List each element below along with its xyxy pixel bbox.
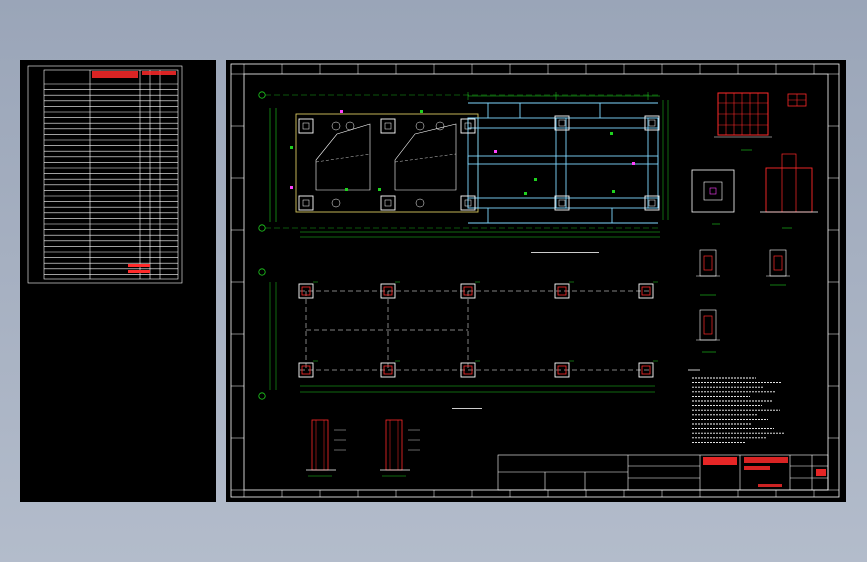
column-box	[644, 115, 660, 131]
lower-plan	[258, 268, 658, 409]
footing-rebar	[383, 365, 393, 375]
axis-bubble-icon	[258, 268, 266, 276]
footing-rebar	[301, 286, 311, 296]
title-block-red-2	[744, 457, 788, 463]
column-section-icon	[696, 309, 720, 341]
main-sheet-panel	[226, 60, 846, 502]
footing-rebar	[641, 365, 651, 375]
footing-box	[460, 283, 476, 299]
frame-grid-ticks	[231, 64, 839, 497]
annotation-mark	[290, 186, 293, 189]
column-core	[302, 199, 310, 207]
annotation-mark	[632, 162, 635, 165]
footing-box	[554, 362, 570, 378]
index-sheet	[27, 65, 183, 284]
column-section-icon	[306, 419, 346, 477]
footing-box	[460, 362, 476, 378]
annotation-mark	[610, 132, 613, 135]
column-section-details	[696, 249, 790, 353]
column-box	[298, 195, 314, 211]
anchor-hole	[415, 198, 425, 208]
column-box	[380, 195, 396, 211]
index-note-red-1	[128, 264, 150, 267]
title-block-red-5	[758, 484, 782, 487]
column-box	[380, 118, 396, 134]
footing-rebar	[557, 286, 567, 296]
column-box	[460, 195, 476, 211]
footing-box	[380, 283, 396, 299]
column-box	[460, 118, 476, 134]
column-core	[558, 119, 566, 127]
footing-rebar	[383, 286, 393, 296]
annotation-mark	[420, 110, 423, 113]
index-note-red-2	[128, 270, 150, 273]
footing-box	[554, 283, 570, 299]
pier-details	[306, 419, 420, 477]
annotation-mark	[345, 188, 348, 191]
anchor-hole	[345, 121, 355, 131]
footing-box	[638, 283, 654, 299]
footing-box	[298, 283, 314, 299]
column-core	[558, 199, 566, 207]
column-box	[644, 195, 660, 211]
footing-rebar	[641, 286, 651, 296]
footing-rebar	[463, 365, 473, 375]
footing-rebar	[301, 365, 311, 375]
annotation-mark	[290, 146, 293, 149]
anchor-hole	[435, 121, 445, 131]
footing-box	[380, 362, 396, 378]
general-notes	[688, 369, 784, 443]
anchor-hole	[331, 121, 341, 131]
detail-elevation	[691, 92, 818, 229]
annotation-mark	[340, 110, 343, 113]
upper-plan	[258, 91, 669, 253]
footing-box	[638, 362, 654, 378]
footing-rebar	[557, 365, 567, 375]
axis-bubble-icon	[258, 392, 266, 400]
index-sub-red	[142, 71, 176, 75]
title-block-red-4	[816, 469, 826, 476]
annotation-mark	[494, 150, 497, 153]
annotation-mark	[524, 192, 527, 195]
anchor-hole	[331, 198, 341, 208]
annotation-mark	[378, 188, 381, 191]
footing-box	[298, 362, 314, 378]
footing-rebar	[463, 286, 473, 296]
annotation-mark	[612, 190, 615, 193]
anchor-hole	[415, 121, 425, 131]
column-core	[302, 122, 310, 130]
annotation-mark	[534, 178, 537, 181]
column-box	[554, 115, 570, 131]
column-core	[384, 199, 392, 207]
title-block-red-3	[744, 466, 770, 470]
column-core	[464, 199, 472, 207]
column-core	[648, 199, 656, 207]
column-section-icon	[380, 419, 420, 477]
column-section-icon	[766, 249, 790, 277]
title-block	[497, 454, 829, 491]
column-box	[554, 195, 570, 211]
index-title-red	[92, 71, 138, 78]
index-sheet-panel	[20, 60, 216, 502]
column-core	[464, 122, 472, 130]
column-section-icon	[696, 249, 720, 277]
outer-frame	[230, 63, 840, 498]
column-box	[298, 118, 314, 134]
title-block-red-1	[703, 457, 737, 465]
column-core	[648, 119, 656, 127]
column-core	[384, 122, 392, 130]
